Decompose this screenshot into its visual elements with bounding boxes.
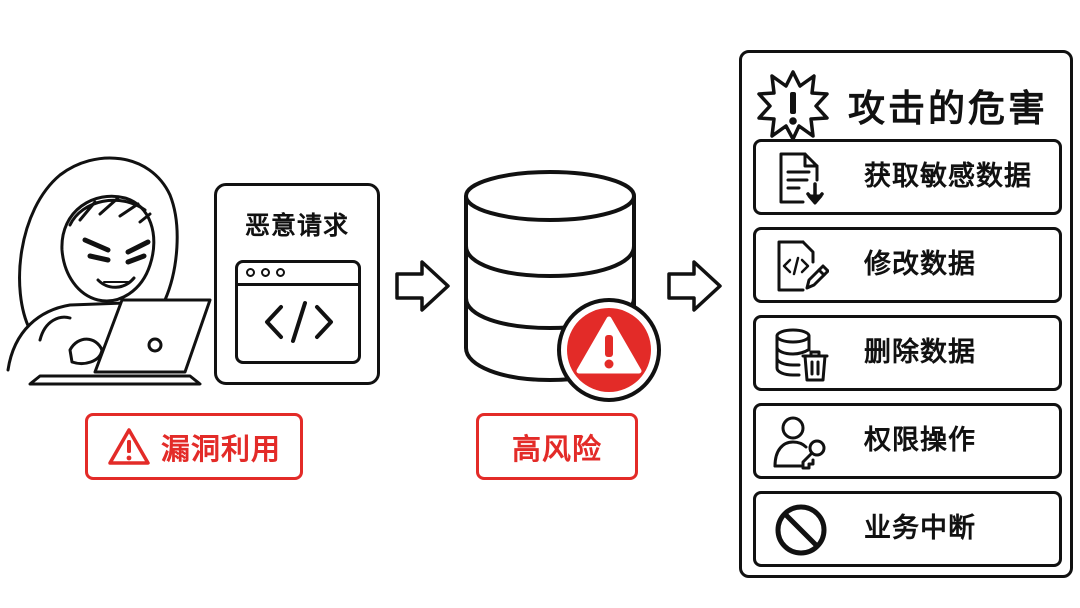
exploit-tag: 漏洞利用 bbox=[85, 413, 303, 480]
malicious-request-card: 恶意请求 bbox=[214, 183, 380, 385]
exploit-tag-label: 漏洞利用 bbox=[160, 431, 281, 466]
request-card-title: 恶意请求 bbox=[244, 211, 349, 240]
prohibited-icon bbox=[775, 504, 827, 556]
high-risk-tag-label: 高风险 bbox=[511, 431, 602, 466]
explosion-alert-icon bbox=[757, 70, 829, 141]
harm-item-get-sensitive-data: 获取敏感数据 bbox=[753, 139, 1062, 215]
alert-badge-icon bbox=[556, 297, 662, 403]
arrow-right-icon bbox=[666, 258, 724, 314]
harm-item-label: 修改数据 bbox=[864, 249, 976, 280]
window-dot bbox=[261, 268, 270, 277]
high-risk-tag: 高风险 bbox=[476, 413, 638, 480]
browser-window-icon bbox=[235, 260, 361, 364]
attack-harms-panel: 攻击的危害 获取敏感数据 修改数据 bbox=[739, 50, 1073, 578]
document-download-icon bbox=[779, 152, 824, 205]
harm-item-label: 删除数据 bbox=[864, 337, 976, 368]
harm-item-delete-data: 删除数据 bbox=[753, 315, 1062, 391]
arrow-right-icon bbox=[394, 258, 452, 314]
database-delete-icon bbox=[775, 328, 829, 382]
harms-title: 攻击的危害 bbox=[848, 87, 1048, 130]
harm-item-label: 权限操作 bbox=[864, 425, 976, 456]
harm-item-privilege-operation: 权限操作 bbox=[753, 403, 1062, 479]
window-dot bbox=[276, 268, 285, 277]
harm-item-modify-data: 修改数据 bbox=[753, 227, 1062, 303]
harm-item-label: 业务中断 bbox=[864, 513, 976, 544]
warning-triangle-icon bbox=[108, 427, 150, 465]
harm-item-label: 获取敏感数据 bbox=[864, 161, 1032, 192]
harm-item-business-interruption: 业务中断 bbox=[753, 491, 1062, 567]
code-icon bbox=[265, 301, 333, 343]
hacker-illustration bbox=[0, 140, 215, 390]
code-edit-icon bbox=[777, 240, 829, 292]
window-dot bbox=[246, 268, 255, 277]
user-key-icon bbox=[773, 416, 826, 470]
harms-header: 攻击的危害 bbox=[756, 65, 1048, 145]
